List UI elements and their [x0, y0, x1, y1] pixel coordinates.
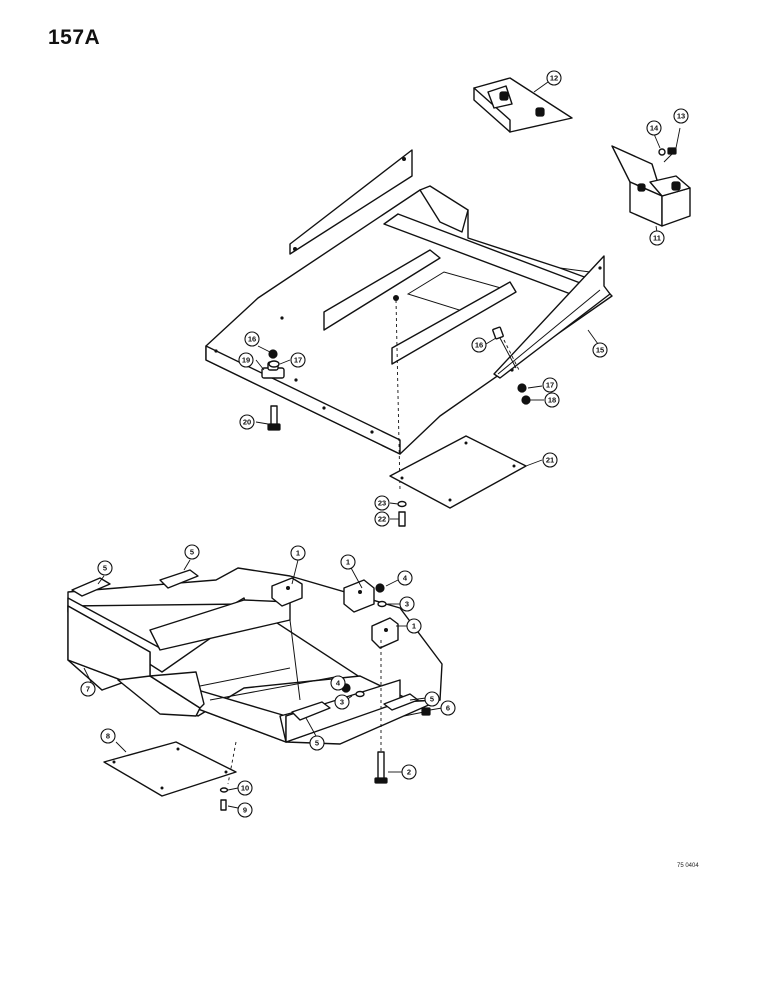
svg-text:12: 12 — [550, 74, 558, 83]
svg-text:14: 14 — [650, 124, 659, 133]
svg-text:7: 7 — [86, 685, 90, 694]
callout-8: 8 — [100, 728, 116, 744]
callout-1-b: 1 — [340, 554, 356, 570]
callout-9: 9 — [237, 802, 253, 818]
svg-text:11: 11 — [653, 234, 661, 243]
svg-text:2: 2 — [407, 768, 411, 777]
svg-text:4: 4 — [403, 574, 408, 583]
svg-text:4: 4 — [336, 679, 341, 688]
bolt-part-6 — [403, 707, 443, 717]
bolt-part-13 — [653, 127, 681, 163]
svg-text:6: 6 — [446, 704, 450, 713]
svg-text:5: 5 — [103, 564, 107, 573]
callout-17-left: 17 — [290, 352, 306, 368]
svg-text:16: 16 — [248, 335, 256, 344]
callout-16-left: 16 — [244, 331, 260, 347]
callout-22: 22 — [374, 511, 390, 527]
callout-11: 11 — [649, 230, 665, 246]
upper-guard-assembly — [205, 77, 691, 527]
callout-13: 13 — [673, 108, 689, 124]
callout-1-a: 1 — [290, 545, 306, 561]
washer-screw-parts-22-23 — [389, 500, 407, 527]
bolt-part-16-right — [485, 326, 544, 405]
callout-5-a: 5 — [97, 560, 113, 576]
page-number: 157A — [48, 26, 101, 49]
svg-text:15: 15 — [596, 346, 604, 355]
callout-1-c: 1 — [406, 618, 422, 634]
callout-19: 19 — [238, 352, 254, 368]
svg-text:19: 19 — [242, 356, 250, 365]
callout-6: 6 — [440, 700, 456, 716]
cover-plate-part-21 — [389, 435, 543, 509]
callout-4-a: 4 — [397, 570, 413, 586]
nut-washer-parts-3-4 — [339, 579, 400, 701]
callout-18: 18 — [544, 392, 560, 408]
callout-5-c: 5 — [424, 691, 440, 707]
callout-2: 2 — [401, 764, 417, 780]
mount-hardware-left — [255, 345, 291, 431]
svg-text:1: 1 — [346, 558, 350, 567]
callout-3-b: 3 — [334, 694, 350, 710]
svg-text:5: 5 — [315, 739, 319, 748]
callout-5-d: 5 — [309, 735, 325, 751]
washer-screw-parts-9-10 — [219, 787, 239, 811]
drawing-code: 75 0404 — [677, 863, 699, 869]
callout-3-a: 3 — [399, 596, 415, 612]
lower-guard-part-7 — [67, 567, 443, 785]
svg-text:5: 5 — [430, 695, 434, 704]
callout-16-right: 16 — [471, 337, 487, 353]
svg-text:23: 23 — [378, 499, 386, 508]
svg-text:22: 22 — [378, 515, 386, 524]
callout-5-b: 5 — [184, 544, 200, 560]
lower-guard-assembly — [67, 559, 443, 811]
svg-text:8: 8 — [106, 732, 110, 741]
callout-23: 23 — [374, 495, 390, 511]
svg-text:3: 3 — [340, 698, 344, 707]
callout-17-right: 17 — [542, 377, 558, 393]
brackets-part-1 — [271, 559, 410, 649]
svg-text:3: 3 — [405, 600, 409, 609]
callout-10: 10 — [237, 780, 253, 796]
svg-text:17: 17 — [294, 356, 302, 365]
callout-12: 12 — [546, 70, 562, 86]
cover-plate-part-8 — [103, 741, 237, 797]
svg-text:1: 1 — [296, 549, 300, 558]
svg-text:9: 9 — [243, 806, 247, 815]
bolt-part-2 — [374, 640, 402, 784]
svg-text:20: 20 — [243, 418, 251, 427]
callout-20: 20 — [239, 414, 255, 430]
svg-text:16: 16 — [475, 341, 483, 350]
callout-7: 7 — [80, 681, 96, 697]
bracket-box-part-12 — [473, 77, 573, 133]
svg-text:17: 17 — [546, 381, 554, 390]
bracket-box-part-11 — [611, 145, 691, 233]
clips-part-5 — [71, 559, 427, 737]
svg-text:18: 18 — [548, 396, 556, 405]
svg-text:5: 5 — [190, 548, 194, 557]
svg-text:13: 13 — [677, 112, 685, 121]
svg-text:10: 10 — [241, 784, 249, 793]
upper-guard-part-15 — [205, 149, 613, 491]
callout-15: 15 — [592, 342, 608, 358]
callout-4-b: 4 — [330, 675, 346, 691]
svg-text:21: 21 — [546, 456, 554, 465]
callout-14: 14 — [646, 120, 662, 136]
svg-text:1: 1 — [412, 622, 416, 631]
callout-21: 21 — [542, 452, 558, 468]
